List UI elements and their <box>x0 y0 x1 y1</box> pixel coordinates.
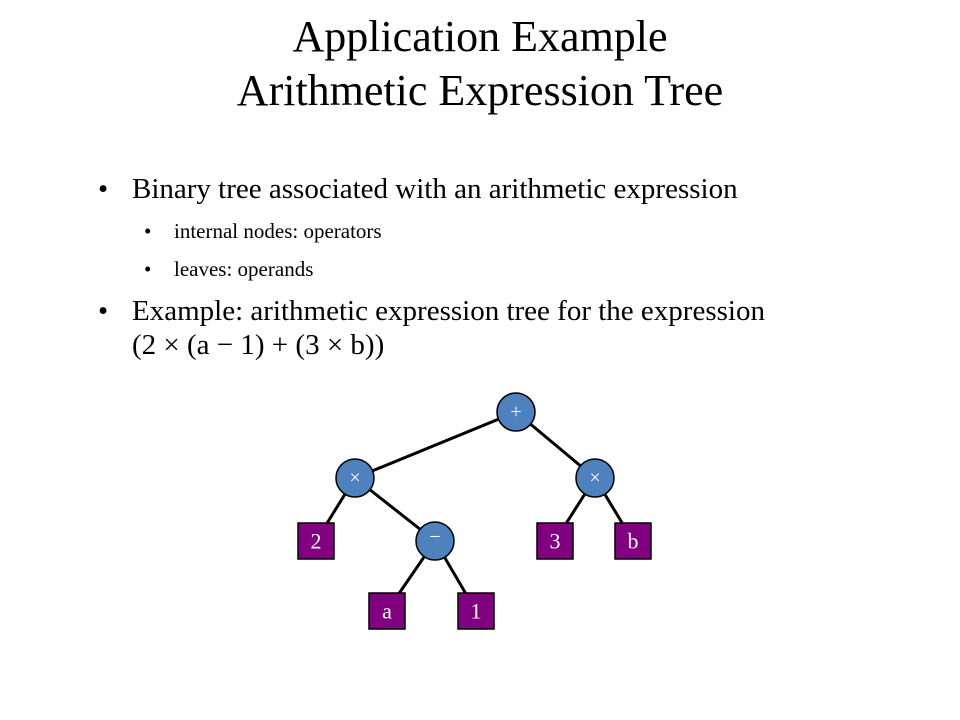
operator-node-plus: + <box>496 392 536 432</box>
node-label: × <box>349 467 360 489</box>
tree-edges <box>314 410 635 612</box>
operand-node-3: 3 <box>536 522 574 560</box>
operand-node-2: 2 <box>297 522 335 560</box>
node-label: + <box>510 401 521 423</box>
operand-node-1: 1 <box>457 592 495 630</box>
node-label: a <box>382 599 392 624</box>
operator-node-minus: − <box>415 521 455 561</box>
bullet-binary-tree: • Binary tree associated with an arithme… <box>98 172 898 206</box>
operand-node-a: a <box>368 592 406 630</box>
node-label: × <box>589 467 600 489</box>
node-label: − <box>429 526 440 548</box>
operator-node-times-right: × <box>575 458 615 498</box>
bullet-list: • Binary tree associated with an arithme… <box>98 172 898 374</box>
sub-bullet-internal-nodes: • internal nodes: operators <box>98 218 898 244</box>
slide-title: Application Example Arithmetic Expressio… <box>0 10 960 118</box>
sub-bullet-leaves: • leaves: operands <box>98 256 898 282</box>
sub-bullet-text: internal nodes: operators <box>174 219 382 243</box>
bullet-dot: • <box>98 295 109 327</box>
edge-root-left <box>354 410 517 480</box>
bullet-dot: • <box>98 173 109 205</box>
sub-bullet-text: leaves: operands <box>174 257 314 281</box>
bullet-text: Example: arithmetic expression tree for … <box>132 295 765 327</box>
title-line-2: Arithmetic Expression Tree <box>236 66 724 115</box>
bullet-dot: • <box>144 257 152 281</box>
bullet-text: Binary tree associated with an arithmeti… <box>132 173 738 205</box>
operator-node-times-left: × <box>335 458 375 498</box>
node-label: 3 <box>550 529 561 554</box>
operand-node-b: b <box>614 522 652 560</box>
node-label: b <box>628 529 639 554</box>
bullet-example: • Example: arithmetic expression tree fo… <box>98 294 898 362</box>
title-line-1: Application Example <box>292 12 668 61</box>
node-label: 2 <box>311 529 322 554</box>
node-label: 1 <box>471 599 482 624</box>
expression-text: (2 × (a − 1) + (3 × b)) <box>132 329 385 361</box>
bullet-dot: • <box>144 219 152 243</box>
